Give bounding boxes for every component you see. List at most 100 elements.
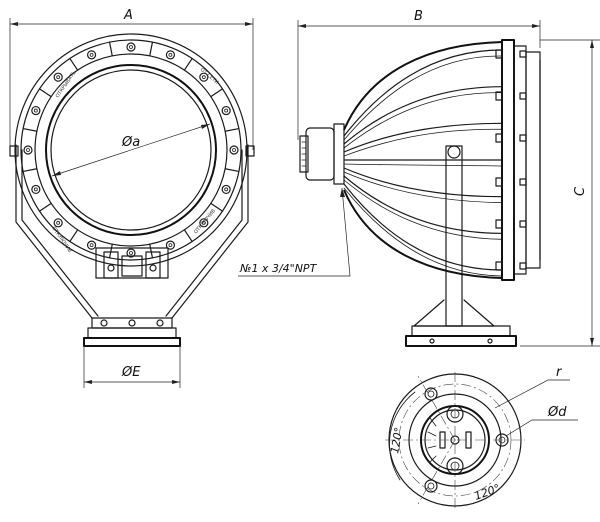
- ring-markings: ОТКРЫВАТЬ ОТКЛЮЧИВ ОТ СЕТИ ОТКЛЮЧИВ: [50, 67, 219, 254]
- housing-rib: [38, 88, 52, 98]
- heatsink-fin-edge: [343, 128, 503, 157]
- heatsink-fin-edge: [343, 187, 503, 277]
- dimension-e: ØE: [83, 346, 181, 388]
- dimension-b: B: [297, 9, 541, 140]
- heatsink-fin: [343, 122, 503, 153]
- housing-bolt-center: [89, 52, 94, 57]
- housing-bolt: [199, 72, 209, 82]
- bezel-bolts: [495, 49, 527, 271]
- body-outline-top: [343, 41, 503, 131]
- heatsink-fin-edge: [343, 163, 503, 167]
- housing-bolt-center: [33, 108, 38, 113]
- yoke-bracket: [9, 144, 255, 319]
- housing-bolt: [23, 145, 33, 155]
- housing-rib: [108, 41, 113, 57]
- housing-bolt-center: [201, 75, 206, 80]
- housing-bolt-center: [56, 220, 61, 225]
- housing-rib: [22, 127, 38, 132]
- housing-bolt: [165, 50, 176, 60]
- housing-bolt-center: [201, 220, 206, 225]
- housing-rib: [149, 243, 154, 259]
- housing-bolt-center: [224, 187, 229, 192]
- housing-rib: [38, 202, 52, 212]
- bezel-bolt: [495, 177, 503, 187]
- heatsink-fin: [343, 183, 503, 271]
- dimension-r: r: [494, 365, 570, 409]
- heatsink-fin: [343, 167, 503, 198]
- housing-bolt: [221, 105, 231, 116]
- heatsink-fin-edge: [343, 179, 503, 240]
- housing-rib: [108, 243, 113, 259]
- bezel-bolt: [495, 219, 503, 229]
- heatsink-body: [343, 41, 503, 279]
- bezel-bolt: [495, 49, 503, 59]
- housing-rib: [69, 57, 79, 71]
- housing-bolt-center: [129, 251, 133, 255]
- housing-bolt-center: [33, 187, 38, 192]
- housing-bolt: [86, 240, 97, 250]
- housing-bolt: [86, 50, 97, 60]
- housing-ring: [14, 33, 248, 267]
- housing-bolts: [23, 42, 239, 258]
- support-arm: [413, 145, 495, 327]
- front-bezel: [501, 39, 541, 281]
- cable-entry-label: №1 x 3/4"NPT: [239, 262, 318, 275]
- dimension-a-label: A: [123, 8, 133, 23]
- housing-bolt: [53, 218, 63, 228]
- housing-rib: [210, 88, 224, 98]
- housing-bolt: [199, 218, 209, 228]
- dimension-d-label: Ød: [547, 405, 567, 420]
- housing-rib: [69, 229, 79, 243]
- housing-rib: [22, 168, 38, 173]
- heatsink-fin: [343, 49, 503, 137]
- bezel-clip: [519, 134, 527, 142]
- housing-bolt: [165, 240, 176, 250]
- heatsink-fin-edge: [343, 92, 503, 149]
- rear-cap: [299, 123, 345, 185]
- bezel-bolt: [495, 133, 503, 143]
- housing-bolt: [126, 42, 136, 52]
- housing-bolt-center: [168, 243, 173, 248]
- angle-left-label: 120°: [388, 426, 405, 454]
- side-view: B C: [238, 9, 600, 347]
- housing-bolt: [126, 248, 136, 258]
- dimension-lens-diameter: Øa: [51, 123, 211, 177]
- ring-marking-3: ОТ СЕТИ: [199, 67, 220, 86]
- housing-bolt-center: [89, 243, 94, 248]
- hinge-block: [95, 247, 169, 279]
- housing-ribs: [22, 41, 240, 259]
- heatsink-fin: [343, 175, 503, 234]
- dimension-e-label: ØE: [121, 365, 141, 380]
- housing-rib: [210, 202, 224, 212]
- dimension-c-label: C: [573, 186, 588, 196]
- bezel-clip: [519, 92, 527, 100]
- front-view: A ОТКРЫВАТЬ ОТКЛЮЧИВ ОТ СЕТИ ОТКЛЮЧИВ: [9, 8, 255, 388]
- bezel-bolt: [495, 261, 503, 271]
- housing-rib: [149, 41, 154, 57]
- housing-bolt: [229, 145, 239, 155]
- housing-bolt: [53, 72, 63, 82]
- bezel-clip: [519, 50, 527, 58]
- housing-rib: [183, 229, 193, 243]
- side-base-plate: [405, 325, 517, 347]
- housing-rib: [183, 57, 193, 71]
- dimension-c: C: [520, 39, 600, 347]
- dimension-d: Ød: [505, 405, 578, 437]
- bezel-clip: [519, 262, 527, 270]
- angle-bottom-label: 120°: [473, 482, 502, 503]
- bezel-clip: [519, 178, 527, 186]
- bezel-bolt: [495, 91, 503, 101]
- housing-bolt-center: [56, 75, 61, 80]
- base-plate: [83, 317, 181, 347]
- cable-entry-leader: №1 x 3/4"NPT: [238, 187, 351, 277]
- ring-marking-2: ОТКЛЮЧИВ: [50, 226, 73, 255]
- housing-bolt-center: [224, 108, 229, 113]
- housing-bolt-center: [26, 148, 30, 152]
- housing-bolt-center: [168, 52, 173, 57]
- housing-rib: [224, 127, 240, 132]
- housing-bolt: [31, 105, 41, 116]
- housing-rib: [224, 168, 240, 173]
- bezel-clip: [519, 220, 527, 228]
- dimension-a: A: [9, 8, 254, 150]
